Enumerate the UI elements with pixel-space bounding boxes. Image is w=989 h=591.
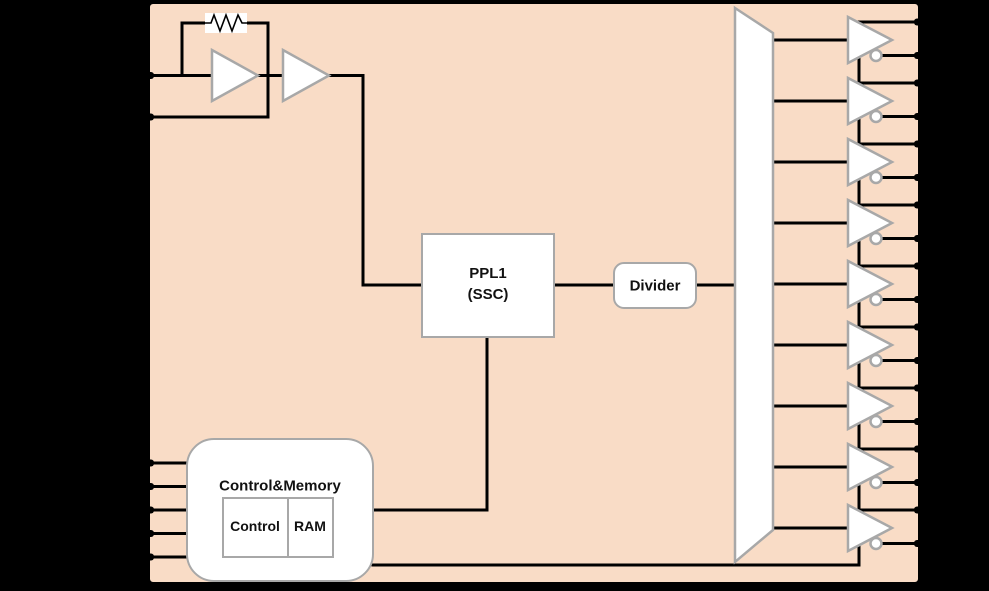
- control-ram-box: [222, 497, 334, 558]
- inverter-bubble-icon: [869, 353, 883, 368]
- right-pin-marker: [914, 235, 926, 242]
- osc-amp1-triangle: [210, 47, 261, 104]
- right-pin-marker: [914, 479, 926, 486]
- inverter-bubble-icon: [869, 170, 883, 185]
- osc-amp2-triangle: [281, 47, 332, 104]
- output-buffer-triangle: [846, 441, 895, 493]
- feedback-resistor-icon: [205, 12, 247, 34]
- divider-block-label: Divider: [629, 277, 681, 295]
- inverter-bubble-icon: [869, 414, 883, 429]
- pll-label-line2: (SSC): [467, 286, 509, 303]
- output-buffer-triangle: [846, 380, 895, 432]
- output-buffer-triangle: [846, 502, 895, 554]
- output-mux: [733, 5, 775, 565]
- inverter-bubble-icon: [869, 536, 883, 551]
- right-pin-marker: [914, 113, 926, 120]
- right-pin-marker: [914, 445, 926, 453]
- inverter-bubble-icon: [869, 231, 883, 246]
- right-pin-marker: [914, 52, 926, 59]
- right-pin-marker: [914, 174, 926, 181]
- right-pin-marker: [914, 296, 926, 303]
- inverter-bubble-icon: [869, 475, 883, 490]
- output-buffer-triangle: [846, 258, 895, 310]
- inverter-bubble-icon: [869, 292, 883, 307]
- right-pin-marker: [914, 540, 926, 547]
- left-pin-marker: [142, 113, 154, 121]
- output-buffer-triangle: [846, 197, 895, 249]
- right-pin-marker: [914, 323, 926, 331]
- control-memory-title: Control&Memory: [219, 477, 341, 495]
- right-pin-marker: [914, 18, 926, 26]
- left-pin-marker: [142, 530, 154, 537]
- left-pin-marker: [142, 459, 154, 467]
- right-pin-marker: [914, 357, 926, 364]
- right-pin-marker: [914, 262, 926, 270]
- right-pin-marker: [914, 384, 926, 392]
- output-buffer-triangle: [846, 136, 895, 188]
- pll-block-label: PPL1 (SSC): [468, 263, 509, 305]
- left-pin-marker: [142, 483, 154, 490]
- right-pin-marker: [914, 201, 926, 209]
- inverter-bubble-icon: [869, 109, 883, 124]
- output-buffer-triangle: [846, 319, 895, 371]
- left-pin-marker: [142, 72, 154, 79]
- ram-sub-block-label: RAM: [294, 518, 326, 535]
- left-pin-marker: [142, 506, 154, 514]
- right-pin-marker: [914, 79, 926, 87]
- right-pin-marker: [914, 140, 926, 148]
- pll-label-line1: PPL1: [469, 265, 507, 282]
- right-pin-marker: [914, 506, 926, 514]
- right-pin-marker: [914, 418, 926, 425]
- inverter-bubble-icon: [869, 48, 883, 63]
- output-buffer-triangle: [846, 14, 895, 66]
- divider-block: [613, 262, 697, 309]
- output-buffer-triangle: [846, 75, 895, 127]
- left-pin-marker: [142, 553, 154, 561]
- control-sub-block-label: Control: [230, 518, 280, 535]
- pll-block: [421, 233, 555, 338]
